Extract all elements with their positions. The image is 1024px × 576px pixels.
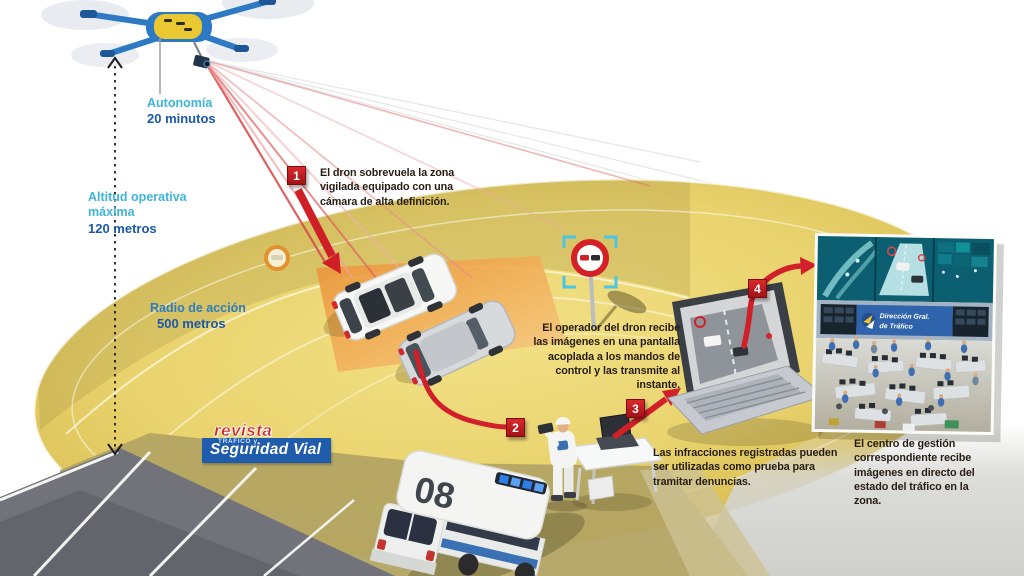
altitude-dotted-line	[107, 56, 123, 456]
road-shoulder-light	[640, 468, 770, 576]
police-van: 08	[369, 450, 585, 576]
logo-name: Seguridad Vial	[210, 441, 322, 458]
logo-tagline: TRÁFICO y	[218, 438, 258, 445]
altitude-value: 120 metros	[88, 221, 157, 236]
control-center-photo: Dirección Gral. de Tráfico	[811, 232, 1004, 443]
step-3-marker: 3	[626, 399, 645, 418]
step-2-marker: 2	[506, 418, 525, 437]
step-3-text: Las infracciones registradas pueden ser …	[653, 447, 838, 488]
small-speed-sign	[264, 245, 290, 271]
drone-illustration	[41, 0, 314, 69]
focus-brackets-icon	[562, 235, 618, 289]
dgt-wall-sign: Dirección Gral. de Tráfico	[816, 299, 993, 342]
step-1-text: El dron sobrevuela la zona vigilada equi…	[320, 167, 455, 208]
white-suv-car	[323, 253, 458, 341]
step-1-marker: 1	[287, 166, 306, 185]
autonomy-value: 20 minutos	[147, 111, 216, 126]
radius-label: Radio de acción	[150, 301, 246, 315]
flow-arrow-1	[294, 188, 341, 274]
drone-camera-icon	[193, 54, 211, 69]
altitude-label: Altitud operativa máxima	[88, 190, 187, 219]
silver-car	[395, 300, 516, 386]
step-4-text: El centro de gestión correspondiente rec…	[854, 438, 975, 507]
traffic-sign	[562, 235, 647, 332]
logo-revista-text: revista	[214, 421, 273, 440]
seguridad-vial-logo: revista TRÁFICO y Seguridad Vial	[202, 421, 332, 463]
video-wall	[816, 236, 994, 304]
dgt-sign-line1: Dirección Gral.	[880, 313, 930, 321]
room-misc	[828, 403, 959, 432]
people	[828, 336, 979, 407]
step-4-marker: 4	[748, 279, 767, 298]
flow-curve-2	[413, 349, 510, 430]
asphalt-road	[0, 448, 395, 576]
step-2-text: El operador del dron recibe las imágenes…	[533, 322, 680, 391]
concrete-ground	[690, 424, 1024, 576]
van-roof-number: 08	[411, 468, 459, 517]
operator-figure	[537, 416, 587, 512]
radius-value: 500 metros	[157, 316, 226, 331]
dgt-sign-line2: de Tráfico	[879, 323, 913, 331]
logo-bar: TRÁFICO y Seguridad Vial	[202, 438, 332, 463]
autonomy-label: Autonomía	[147, 96, 213, 110]
laptop-illustration	[667, 282, 826, 446]
operators-room	[814, 336, 993, 433]
